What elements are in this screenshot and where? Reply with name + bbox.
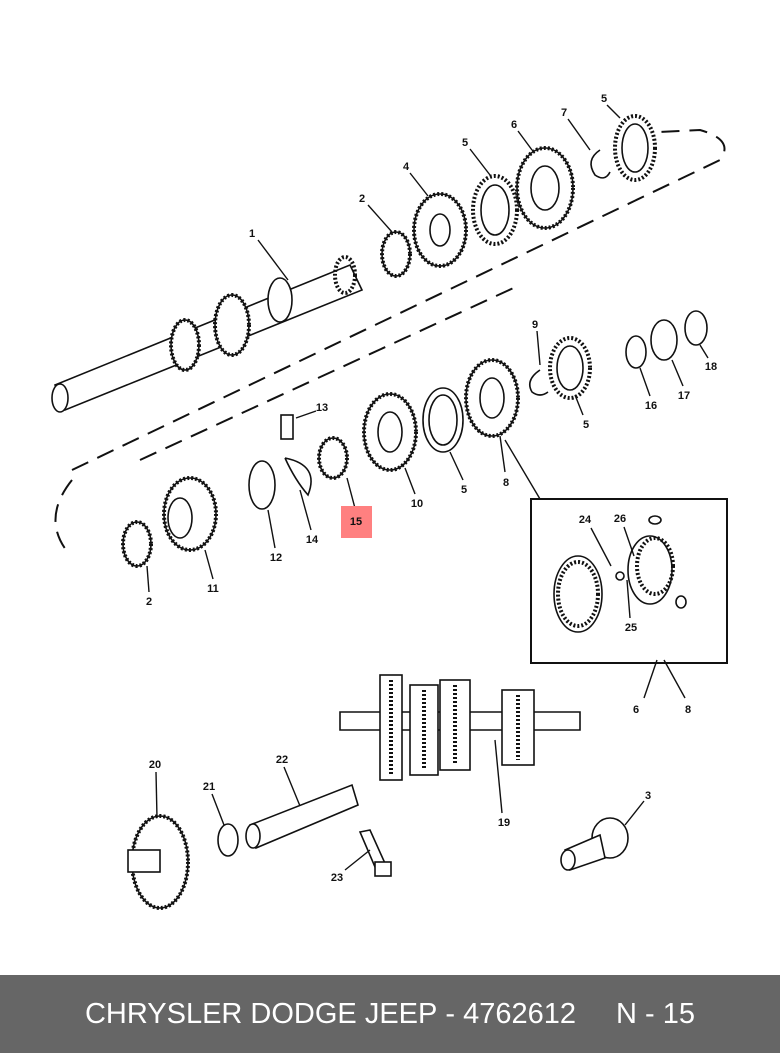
callout-2: 2: [146, 596, 152, 608]
ring-5-a: [471, 174, 519, 246]
callout-5: 5: [583, 419, 589, 431]
inset-synchro-assembly: [553, 515, 687, 633]
callout-3: 3: [645, 790, 651, 802]
gear-10: [362, 392, 418, 472]
callout-6: 6: [633, 704, 639, 716]
callout-26: 26: [614, 513, 626, 525]
gear-4: [412, 192, 468, 268]
synchro-8: [464, 358, 520, 438]
highlight-part-15: [341, 506, 372, 538]
dashed-boundary-upper: [71, 128, 726, 471]
footer-brand: CHRYSLER DODGE JEEP: [84, 997, 438, 1030]
gear-11: [162, 476, 218, 552]
bearing-2-lower: [121, 520, 153, 568]
callout-15: 15: [350, 516, 362, 528]
callout-7: 7: [561, 107, 567, 119]
synchro-6: [515, 146, 575, 230]
callout-16: 16: [645, 400, 657, 412]
parts-diagram: 1 2 4 5 6 7 5 9 5 8 5 10 13 14 15 12 2 1…: [51, 93, 728, 910]
callout-12: 12: [270, 552, 282, 564]
callout-17: 17: [678, 390, 690, 402]
ring-5-d: [548, 336, 592, 400]
snap-ring-7: [590, 149, 611, 179]
pin-13: [280, 414, 294, 440]
washer-21: [217, 823, 239, 857]
countershaft-19: [339, 674, 581, 781]
callout-21: 21: [203, 781, 215, 793]
leader-lines: [146, 104, 709, 871]
main-shaft: [51, 255, 364, 413]
footer-separator: -: [437, 997, 464, 1030]
callout-5: 5: [461, 484, 467, 496]
gear-20: [127, 814, 190, 910]
rings-16-17-18: [625, 310, 708, 369]
dashed-boundary-left: [54, 479, 73, 556]
callout-23: 23: [331, 872, 343, 884]
callout-14: 14: [306, 534, 319, 546]
bearing-3: [560, 817, 629, 872]
callout-25: 25: [625, 622, 637, 634]
callout-9: 9: [532, 319, 538, 331]
callout-6: 6: [511, 119, 517, 131]
callout-20: 20: [149, 759, 161, 771]
callout-11: 11: [207, 583, 219, 595]
bearing-2-upper: [380, 230, 412, 278]
callout-8: 8: [503, 477, 509, 489]
callout-22: 22: [276, 754, 288, 766]
ring-5-c: [422, 387, 464, 453]
callout-8: 8: [685, 704, 691, 716]
callout-4: 4: [403, 161, 410, 173]
footer-bar: CHRYSLER DODGE JEEP - 4762612 N - 15: [0, 975, 780, 1053]
callout-13: 13: [316, 402, 328, 414]
callout-18: 18: [705, 361, 717, 373]
shaft-22: [245, 783, 359, 850]
callout-1: 1: [249, 228, 255, 240]
footer-part-number: 4762612: [463, 997, 577, 1030]
ring-5-b: [613, 114, 657, 182]
thrust-washer-14: [284, 457, 312, 497]
snap-ring-12: [248, 460, 276, 510]
dashed-boundary-mid: [139, 284, 521, 461]
footer-ref: N - 15: [616, 997, 696, 1030]
callout-5: 5: [601, 93, 607, 105]
callout-10: 10: [411, 498, 423, 510]
snap-ring-9: [529, 369, 549, 396]
callout-5: 5: [462, 137, 468, 149]
bolt-23: [358, 829, 392, 877]
bearing-15: [317, 436, 349, 480]
callout-24: 24: [579, 514, 592, 526]
callout-19: 19: [498, 817, 510, 829]
callout-2: 2: [359, 193, 365, 205]
